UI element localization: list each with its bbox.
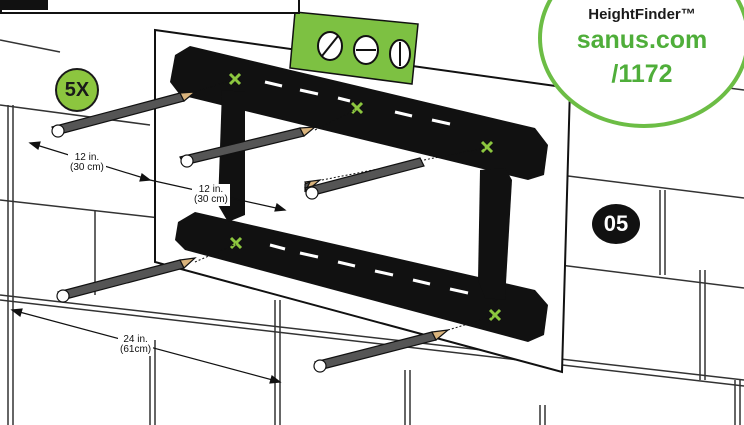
dimension-metric: (30 cm) [194, 195, 228, 205]
dimension-label: 12 in. (30 cm) [192, 184, 230, 206]
dimension-metric: (30 cm) [70, 163, 104, 173]
promo-title: HeightFinder™ [562, 6, 722, 23]
dimension-label: 24 in. (61cm) [118, 334, 153, 356]
dimension-metric: (61cm) [120, 345, 151, 355]
header-tab [2, 0, 48, 10]
promo-link-line2[interactable]: /1172 [562, 60, 722, 89]
promo-link-line1[interactable]: sanus.com [562, 26, 722, 55]
step-number-badge: 05 [592, 204, 640, 244]
dimension-label: 12 in. (30 cm) [68, 152, 106, 174]
quantity-badge: 5X [55, 68, 99, 112]
header-box [0, 0, 300, 14]
